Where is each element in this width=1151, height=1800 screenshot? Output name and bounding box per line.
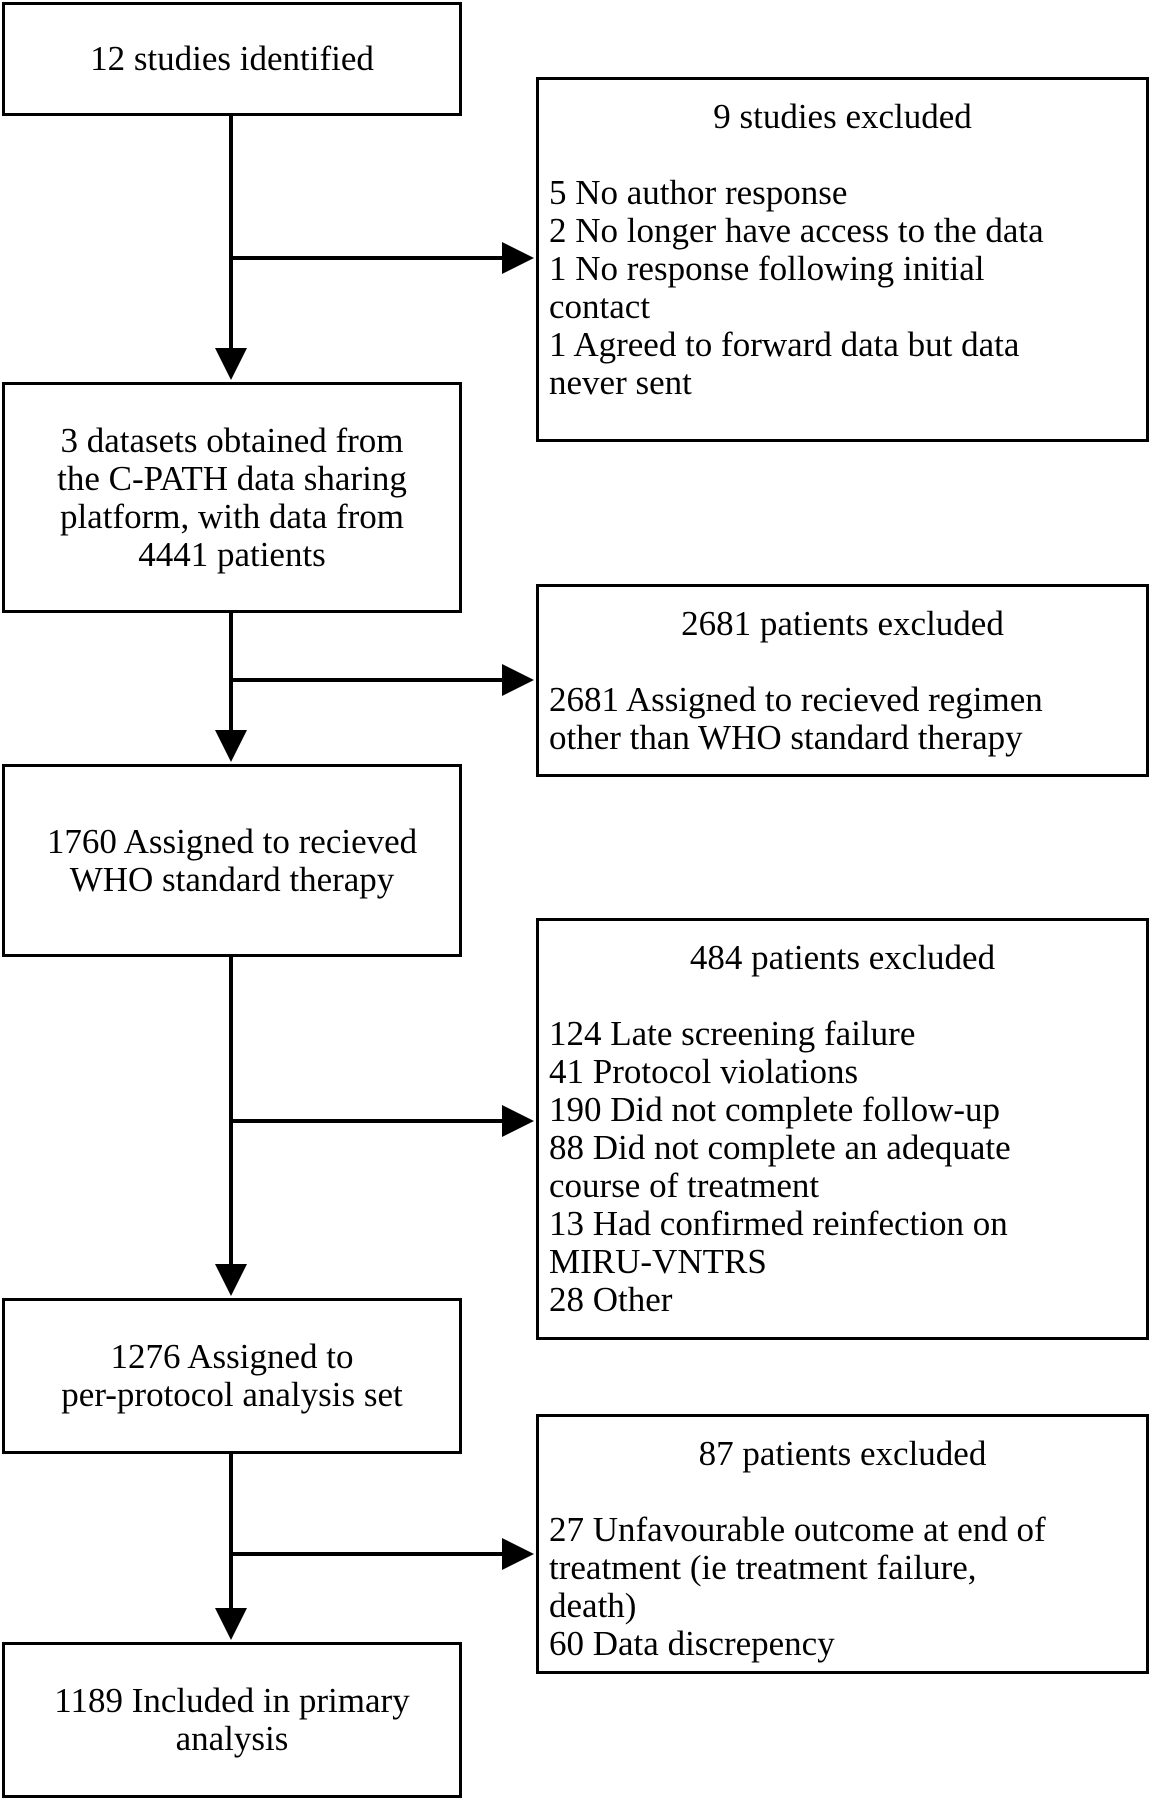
box-text-line: 12 studies identified [90,39,374,78]
exclusion-item: death) [549,1586,637,1625]
box-text-line: WHO standard therapy [69,859,395,899]
exclusion-item: 1 No response following initial [549,249,985,288]
box-text-line: 1189 Included in primary [54,1681,410,1720]
exclusion-item: 60 Data discrepency [549,1624,835,1663]
exclusion-item: 41 Protocol violations [549,1052,859,1091]
exclusion-item: 1 Agreed to forward data but data [549,325,1020,364]
exclusion-item: treatment (ie treatment failure, [549,1548,977,1587]
box-per-protocol-set: 1276 Assigned to per-protocol analysis s… [2,1298,462,1454]
box-studies-identified: 12 studies identified [2,2,462,116]
box-text-line: per-protocol analysis set [61,1375,403,1414]
box-title: 9 studies excluded [713,97,972,136]
box-who-standard-therapy: 1760 Assigned to recieved WHO standard t… [2,764,462,957]
exclusion-item: 2 No longer have access to the data [549,211,1044,250]
exclusion-item: never sent [549,363,692,402]
exclusion-item: contact [549,287,651,326]
box-patients-excluded-2681: 2681 patients excluded 2681 Assigned to … [536,584,1149,777]
exclusion-item: 2681 Assigned to recieved regimen [549,680,1043,719]
exclusion-item: 88 Did not complete an adequate [549,1128,1011,1167]
box-text-line: 1760 Assigned to recieved [46,821,418,861]
box-studies-excluded: 9 studies excluded 5 No author response … [536,77,1149,442]
box-text-line: analysis [175,1719,289,1758]
exclusion-item: 5 No author response [549,173,848,212]
exclusion-item: 27 Unfavourable outcome at end of [549,1510,1046,1549]
exclusion-item: 124 Late screening failure [549,1014,916,1053]
exclusion-item: course of treatment [549,1166,820,1205]
box-datasets-obtained: 3 datasets obtained from the C-PATH data… [2,382,462,613]
box-text-line: the C-PATH data sharing [57,458,407,498]
box-patients-excluded-484: 484 patients excluded 124 Late screening… [536,918,1149,1340]
box-patients-excluded-87: 87 patients excluded 27 Unfavourable out… [536,1414,1149,1674]
box-primary-analysis: 1189 Included in primary analysis [2,1642,462,1798]
box-text-line: 3 datasets obtained from [60,420,404,460]
box-title: 2681 patients excluded [681,604,1004,643]
box-title: 484 patients excluded [689,938,996,977]
box-text-line: platform, with data from [59,496,405,536]
exclusion-item: 190 Did not complete follow-up [549,1090,1001,1129]
exclusion-item: MIRU-VNTRS [549,1242,767,1281]
box-text-line: 1276 Assigned to [110,1337,354,1376]
exclusion-item: 28 Other [549,1280,673,1319]
box-text-line: 4441 patients [138,534,326,574]
exclusion-item: other than WHO standard therapy [549,718,1023,757]
exclusion-item: 13 Had confirmed reinfection on [549,1204,1008,1243]
box-title: 87 patients excluded [698,1434,987,1473]
